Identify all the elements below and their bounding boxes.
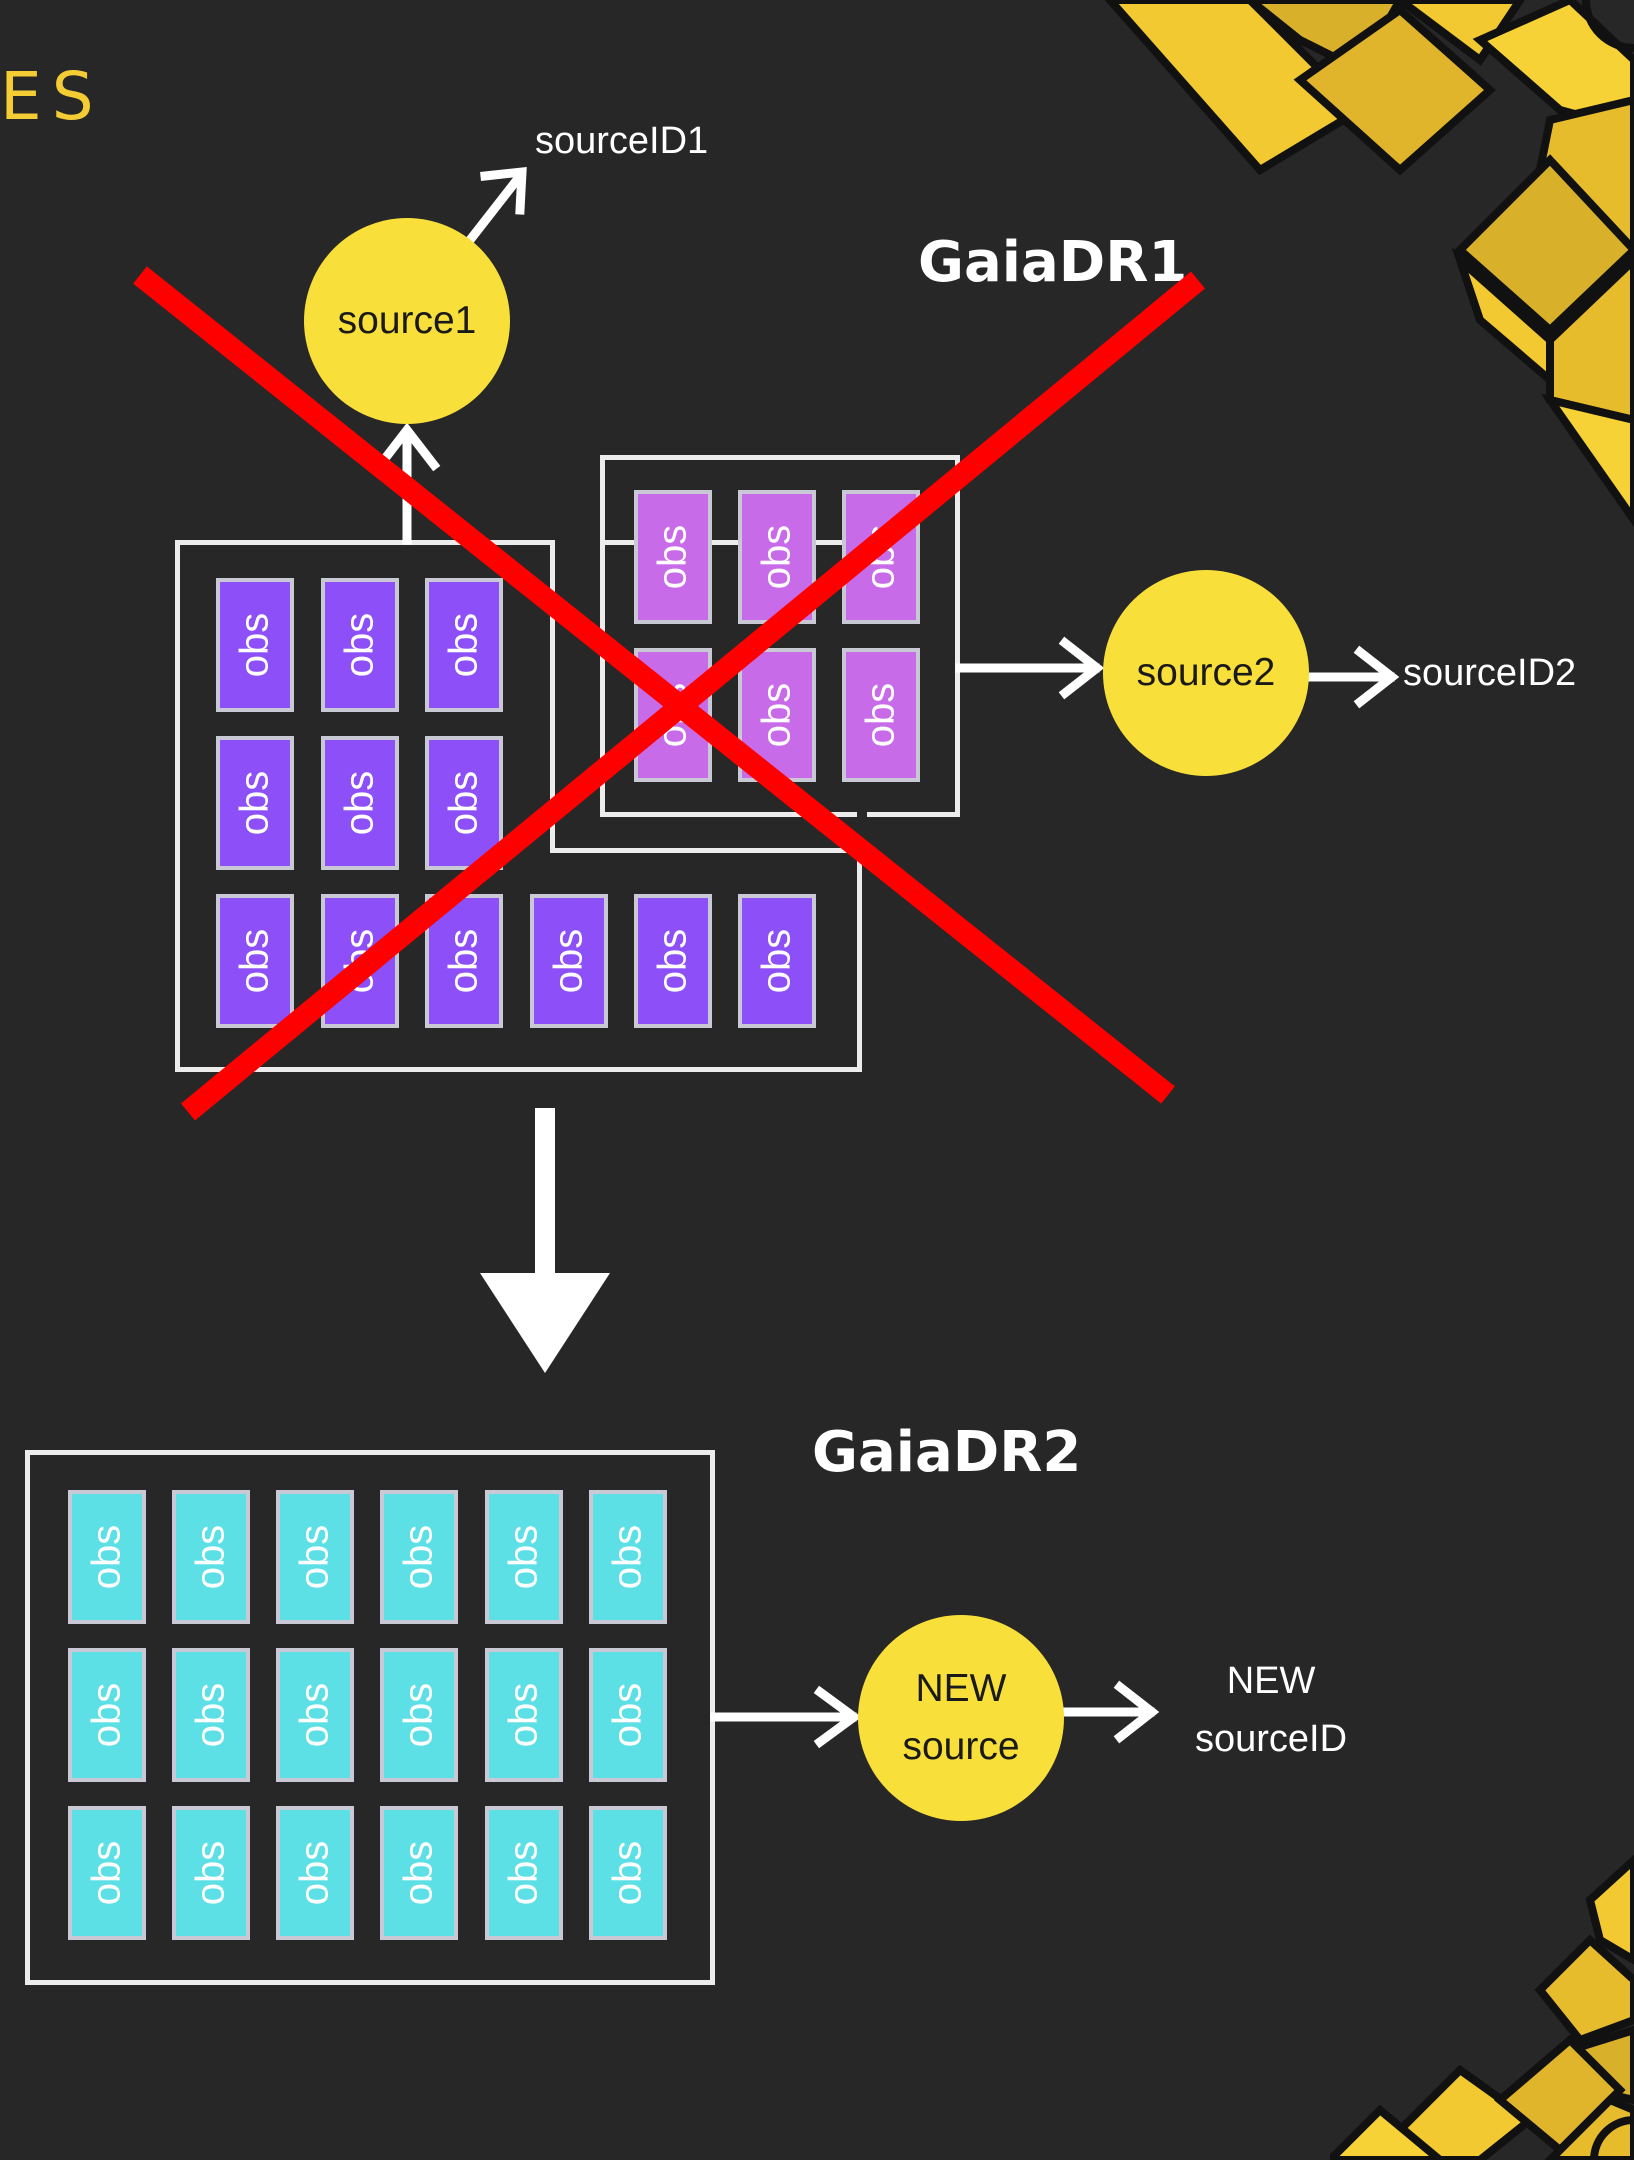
new-sourceid-label: NEW sourceID	[1195, 1652, 1347, 1768]
source2-label: source2	[1136, 651, 1276, 694]
obs-cell-dr1: obs	[530, 894, 608, 1028]
obs-cell-dr1-alt: obs	[634, 490, 712, 624]
dr2-title: GaiaDR2	[812, 1420, 1082, 1485]
arrowhead-source1	[373, 422, 441, 472]
source1-node: source1	[304, 218, 510, 424]
obs-cell-dr1: obs	[216, 894, 294, 1028]
dr1-title: GaiaDR1	[918, 230, 1188, 295]
obs-cell-dr2: obs	[276, 1648, 354, 1782]
obs-cell-dr2: obs	[276, 1806, 354, 1940]
obs-cell-dr2: obs	[485, 1648, 563, 1782]
obs-cell-dr2: obs	[68, 1648, 146, 1782]
dr1-box-top-mask	[555, 540, 600, 550]
obs-cell-dr1: obs	[425, 578, 503, 712]
obs-cell-dr1: obs	[216, 578, 294, 712]
obs-cell-dr2: obs	[485, 1490, 563, 1624]
arrowhead-sourceid2	[1353, 645, 1400, 709]
sourceid1-label: sourceID1	[535, 120, 709, 162]
obs-cell-dr2: obs	[380, 1806, 458, 1940]
decor-bottom-right	[1330, 1854, 1634, 2160]
obs-cell-dr2: obs	[276, 1490, 354, 1624]
obs-cell-dr1: obs	[321, 736, 399, 870]
arrow-to-sourceid1	[463, 169, 527, 247]
obs-cell-dr2: obs	[589, 1806, 667, 1940]
obs-cell-dr2: obs	[485, 1806, 563, 1940]
section-heading: ES	[0, 58, 104, 135]
arrowhead-new-source	[813, 1685, 862, 1749]
arrowhead-sourceid1	[480, 166, 527, 215]
obs-cell-dr1: obs	[738, 894, 816, 1028]
new-source-node: NEW source	[858, 1615, 1064, 1821]
obs-cell-dr1: obs	[216, 736, 294, 870]
obs-cell-dr2: obs	[380, 1648, 458, 1782]
obs-cell-dr1: obs	[425, 736, 503, 870]
new-sourceid-line2: sourceID	[1195, 1718, 1348, 1760]
new-sourceid-line1: NEW	[1226, 1660, 1316, 1702]
new-source-label-line1: NEW	[915, 1667, 1007, 1710]
sourceid2-label: sourceID2	[1403, 652, 1577, 694]
transition-arrow	[480, 1108, 610, 1373]
obs-cell-dr2: obs	[589, 1490, 667, 1624]
source2-node: source2	[1103, 570, 1309, 776]
obs-cell-dr2: obs	[68, 1490, 146, 1624]
obs-cell-dr2: obs	[172, 1490, 250, 1624]
obs-cell-dr2: obs	[589, 1648, 667, 1782]
source1-label: source1	[337, 299, 477, 342]
obs-cell-dr2: obs	[380, 1490, 458, 1624]
decor-top-right	[1104, 0, 1634, 527]
obs-cell-dr1-alt: obs	[842, 648, 920, 782]
obs-cell-dr1: obs	[321, 578, 399, 712]
arrowhead-new-sourceid	[1113, 1680, 1160, 1744]
obs-cell-dr1: obs	[634, 894, 712, 1028]
dr1-box-notch-edge-h	[550, 848, 862, 853]
dr1-box-notch-edge-v	[550, 540, 555, 852]
obs-cell-dr2: obs	[172, 1648, 250, 1782]
arrowhead-source2	[1058, 636, 1105, 700]
obs-cell-dr2: obs	[172, 1806, 250, 1940]
new-source-label-line2: source	[902, 1725, 1020, 1768]
obs-cell-dr2: obs	[68, 1806, 146, 1940]
